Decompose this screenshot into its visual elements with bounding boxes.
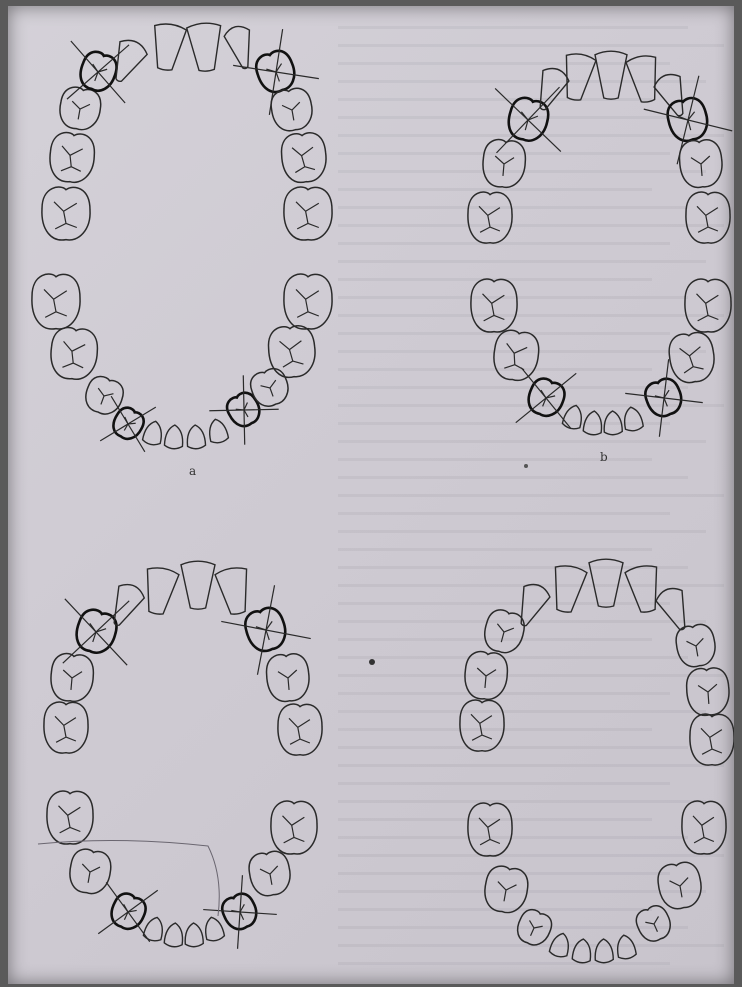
tooth-crown-icon (678, 138, 724, 189)
tooth-crown-icon (197, 869, 283, 955)
tooth-crown-icon (143, 915, 166, 942)
extraction-cross-icon (639, 71, 734, 169)
tooth-crown-icon (589, 559, 623, 607)
tooth-crown-icon (529, 64, 571, 114)
tooth-crown-icon (42, 187, 90, 240)
extraction-cross-icon (46, 582, 147, 683)
tooth-crown-icon (682, 801, 726, 854)
tooth-crown-icon (214, 566, 254, 617)
tooth-crown-icon (49, 652, 95, 703)
tooth-crown-icon (186, 22, 223, 72)
tooth-crown-icon (280, 131, 328, 184)
tooth-crown-icon (685, 279, 731, 332)
ink-dot (524, 464, 528, 468)
tooth-crown-icon (105, 36, 150, 88)
tooth-crown-icon (269, 86, 316, 134)
ink-dot (369, 659, 375, 665)
tooth-crown-icon (223, 24, 259, 72)
tooth-crown-icon (284, 274, 332, 329)
tooth-crown-icon (463, 650, 509, 701)
tooth-crown-icon (513, 906, 556, 950)
tooth-crown-icon (48, 131, 96, 184)
extraction-cross-icon (89, 385, 167, 463)
tooth-crown-icon (654, 584, 696, 634)
tooth-crown-icon (572, 938, 592, 963)
tooth-crown-icon (548, 564, 588, 615)
tooth-crown-icon (164, 424, 184, 449)
extraction-cross-icon (85, 869, 171, 955)
tooth-crown-icon (142, 419, 165, 446)
tooth-crown-icon (595, 939, 614, 963)
tooth-crown-icon (685, 667, 730, 717)
tooth-crown-icon (202, 915, 225, 942)
tooth-crown-icon (583, 410, 603, 435)
tooth-crown-icon (89, 385, 167, 463)
tooth-crown-icon (559, 52, 597, 103)
panel-label-b: b (600, 450, 608, 464)
tooth-crown-icon (247, 365, 293, 411)
tooth-crown-icon (667, 330, 718, 385)
tooth-crown-icon (481, 864, 530, 916)
tooth-crown-icon (140, 566, 180, 617)
tooth-crown-icon (181, 561, 215, 609)
tooth-crown-icon (164, 922, 184, 947)
tooth-crown-icon (468, 192, 512, 243)
tooth-crown-icon (186, 424, 206, 449)
tooth-crown-icon (639, 71, 734, 169)
tooth-crown-icon (202, 368, 285, 451)
tooth-crown-icon (67, 847, 114, 896)
tooth-crown-icon (655, 860, 704, 912)
panel-label-a: a (189, 464, 196, 478)
tooth-crown-icon (686, 192, 730, 243)
tooth-crown-icon (49, 326, 99, 381)
tooth-crown-icon (460, 700, 504, 751)
tooth-crown-icon (46, 582, 147, 683)
tooth-crown-icon (185, 923, 204, 947)
scanned-textbook-page: a b (8, 6, 734, 984)
tooth-crown-icon (510, 580, 552, 630)
tooth-crown-icon (481, 138, 527, 189)
tooth-crown-icon (674, 622, 719, 669)
tooth-crown-icon (479, 71, 577, 169)
extraction-cross-icon (479, 71, 577, 169)
tooth-crown-icon (47, 791, 93, 844)
tooth-crown-icon (44, 702, 88, 753)
tooth-crown-icon (206, 417, 229, 444)
tooth-crown-icon (491, 328, 542, 383)
tooth-crown-icon (104, 580, 148, 631)
tooth-crown-icon (32, 274, 80, 329)
tooth-crown-icon (149, 22, 187, 72)
tooth-crown-icon (265, 652, 311, 703)
tooth-crown-icon (246, 849, 293, 898)
tooth-crown-icon (216, 580, 317, 681)
tooth-crown-icon (471, 279, 517, 332)
tooth-crown-icon (549, 931, 572, 958)
tooth-crown-icon (615, 934, 637, 960)
tooth-crown-icon (468, 803, 512, 856)
tooth-crown-icon (85, 869, 171, 955)
dental-arch-extraction-diagram (8, 6, 734, 984)
tooth-crown-icon (562, 403, 585, 430)
tooth-crown-icon (278, 704, 322, 755)
tooth-crown-icon (227, 23, 324, 120)
tooth-crown-icon (690, 714, 734, 765)
extraction-cross-icon (197, 869, 283, 955)
tooth-crown-icon (632, 902, 675, 946)
tooth-crown-icon (271, 801, 317, 854)
tooth-crown-icon (604, 411, 623, 435)
extraction-cross-icon (216, 580, 317, 681)
extraction-cross-icon (202, 368, 285, 451)
pencil-mark (38, 840, 219, 916)
tooth-crown-icon (595, 51, 627, 99)
tooth-crown-icon (284, 187, 332, 240)
extraction-cross-icon (227, 23, 324, 120)
tooth-crown-icon (267, 324, 317, 379)
tooth-crown-icon (624, 564, 664, 615)
tooth-crown-icon (480, 607, 527, 657)
tooth-crown-icon (625, 54, 663, 105)
tooth-crown-icon (622, 406, 644, 432)
